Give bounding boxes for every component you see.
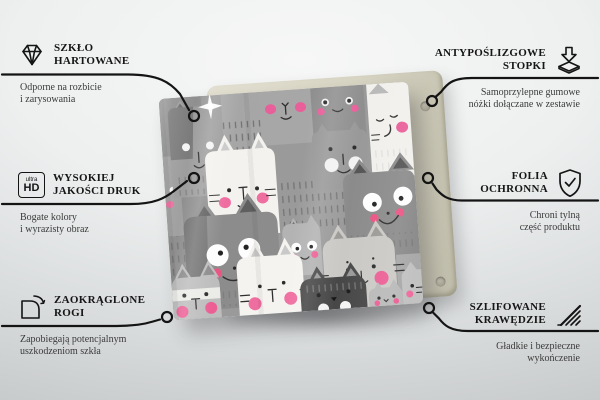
ultra-hd-icon: ultra HD	[18, 172, 45, 198]
callout-description: Zapobiegają potencjalnym uszkodzeniom sz…	[20, 334, 127, 357]
glass-board	[158, 81, 424, 321]
rubber-foot	[435, 276, 446, 287]
callout-description: Gładkie i bezpieczne wykończenie	[496, 341, 580, 364]
callout-protective-film: FOLIA OCHRONNA Chroni tylną część produk…	[430, 166, 600, 233]
callout-title: WYSOKIEJ JAKOŚCI DRUK	[53, 172, 141, 197]
callout-title: ZAOKRĄGLONE ROGI	[54, 294, 146, 319]
callout-title: ANTYPOŚLIZGOWE STOPKI	[434, 47, 546, 72]
shield-check-icon	[556, 168, 584, 198]
diamond-icon	[18, 43, 46, 67]
callout-rounded-corners: ZAOKRĄGLONE ROGI Zapobiegają potencjalny…	[0, 290, 162, 357]
connector-dot	[160, 310, 174, 324]
callout-description: Samoprzylepne gumowe nóżki dołączane w z…	[468, 87, 580, 110]
callout-polished-edges: SZLIFOWANE KRAWĘDZIE Gładkie i bezpieczn…	[430, 297, 600, 364]
callout-description: Bogate kolory i wyrazisty obraz	[20, 212, 89, 235]
polished-edges-icon	[554, 300, 584, 328]
callout-title: SZKŁO HARTOWANE	[54, 42, 130, 67]
callout-title: FOLIA OCHRONNA	[480, 170, 548, 195]
anti-slip-feet-icon	[554, 45, 584, 75]
callout-high-quality-print: ultra HD WYSOKIEJ JAKOŚCI DRUK Bogate ko…	[0, 168, 162, 235]
callout-tempered-glass: SZKŁO HARTOWANE Odporne na rozbicie i za…	[0, 38, 162, 105]
callout-title: SZLIFOWANE KRAWĘDZIE	[469, 301, 546, 326]
rounded-corner-icon	[18, 293, 46, 321]
callout-description: Chroni tylną część produktu	[519, 210, 580, 233]
callout-anti-slip-feet: ANTYPOŚLIZGOWE STOPKI Samoprzylepne gumo…	[430, 43, 600, 110]
callout-description: Odporne na rozbicie i zarysowania	[20, 82, 102, 105]
sparkle-highlight	[198, 93, 223, 120]
cats-pattern-image	[158, 81, 424, 321]
